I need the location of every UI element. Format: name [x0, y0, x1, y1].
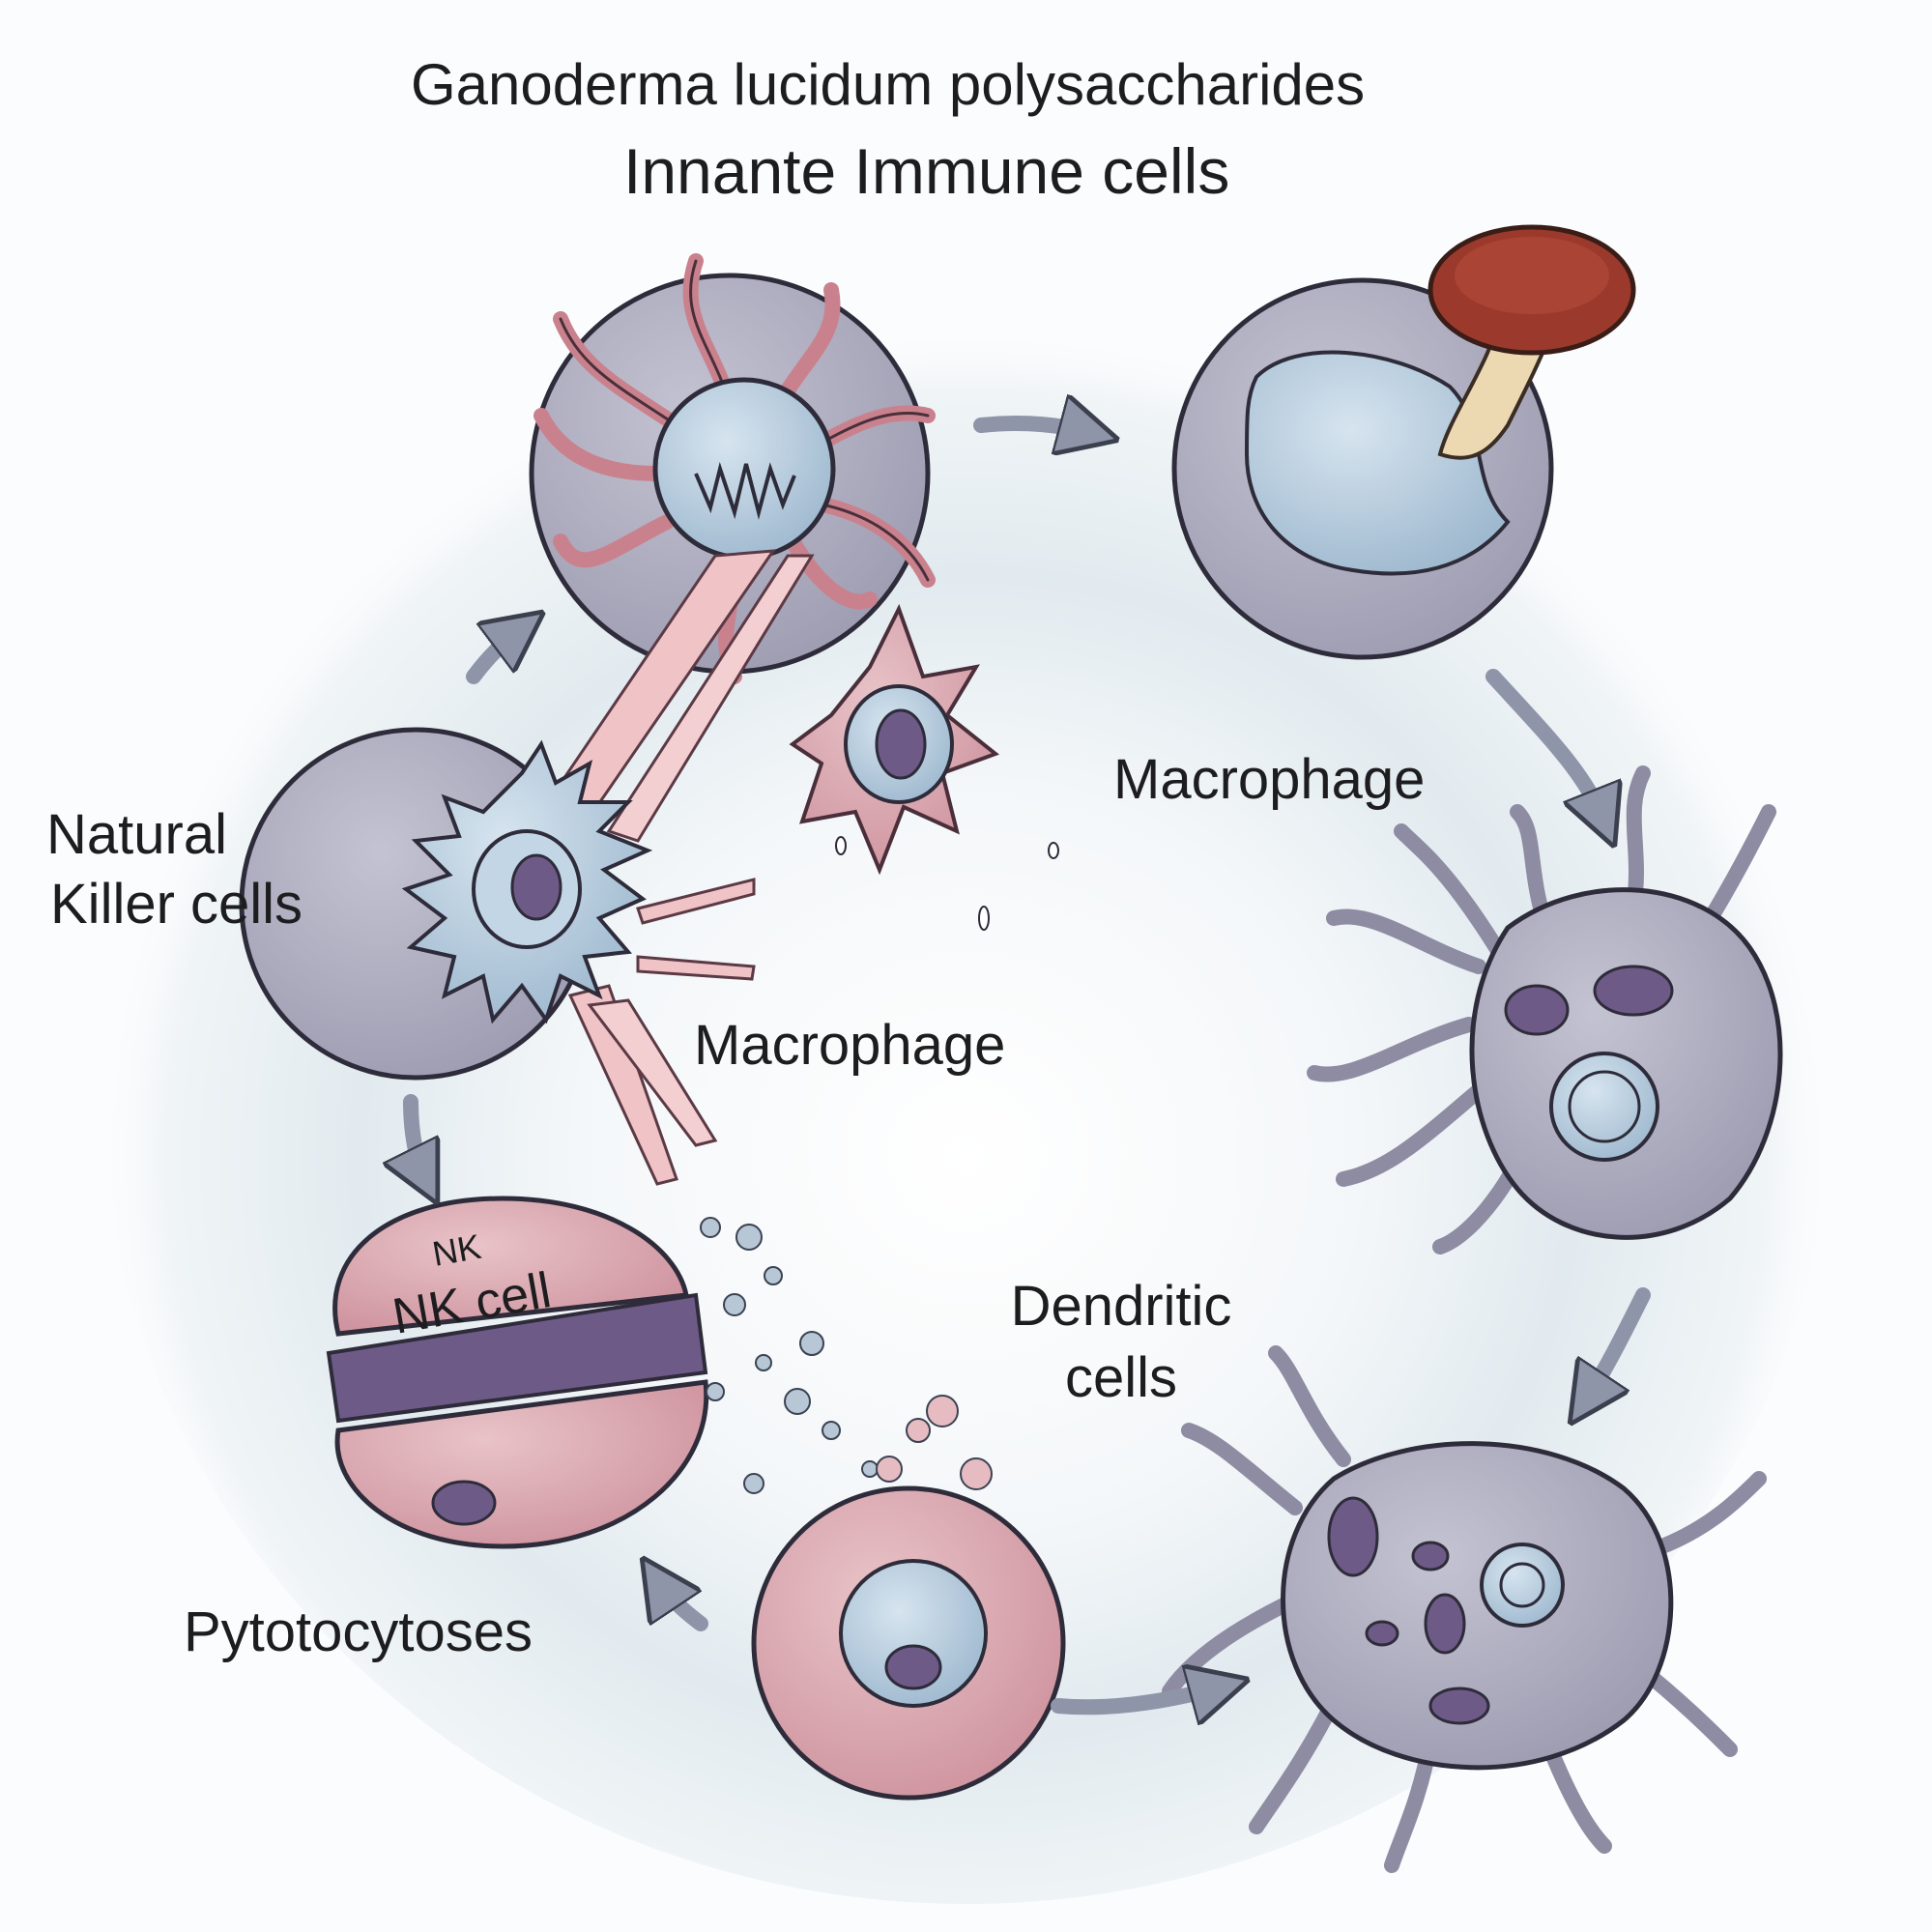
diagram-subtitle: Innante Immune cells	[623, 135, 1230, 207]
natural-killer-cell	[239, 727, 653, 1081]
ganoderma-mushroom-icon	[1427, 224, 1636, 460]
dendritic-label-line2: cells	[1064, 1346, 1178, 1409]
pink-round-cell	[751, 1485, 1066, 1801]
dendritic-cell-upper	[1307, 765, 1783, 1254]
cytotoxic-rays	[538, 549, 815, 1186]
debris-particles	[700, 1217, 993, 1494]
arrow-bottom-left	[657, 1580, 708, 1631]
arrow-top	[973, 423, 1092, 433]
nk-small-label: NK	[429, 1226, 483, 1274]
mushroom-engulfing-cell	[1171, 224, 1636, 660]
macrophage-upper-label: Macrophage	[1113, 748, 1426, 811]
dendritic-label-line1: Dendritic	[1010, 1275, 1232, 1338]
arrow-bottom	[1051, 1687, 1223, 1707]
arrow-right-upper	[1485, 669, 1604, 822]
arrow-left-lower	[411, 1094, 425, 1179]
dendritic-cell-lower	[1162, 1345, 1767, 1873]
arrow-right-lower	[1585, 1287, 1651, 1401]
diagram-title: Ganoderma lucidum polysaccharides	[411, 52, 1366, 117]
pytotocytoses-label: Pytotocytoses	[184, 1600, 533, 1663]
macrophage-center-label: Macrophage	[694, 1014, 1006, 1077]
nk-cell-split: NK NK cell	[326, 1196, 709, 1549]
arrow-left-upper	[466, 628, 522, 684]
small-macrophage-cell	[789, 603, 1059, 931]
natural-killer-label-line2: Killer cells	[50, 873, 303, 936]
cycle-arrows	[411, 423, 1651, 1707]
natural-killer-label-line1: Natural	[46, 803, 227, 866]
